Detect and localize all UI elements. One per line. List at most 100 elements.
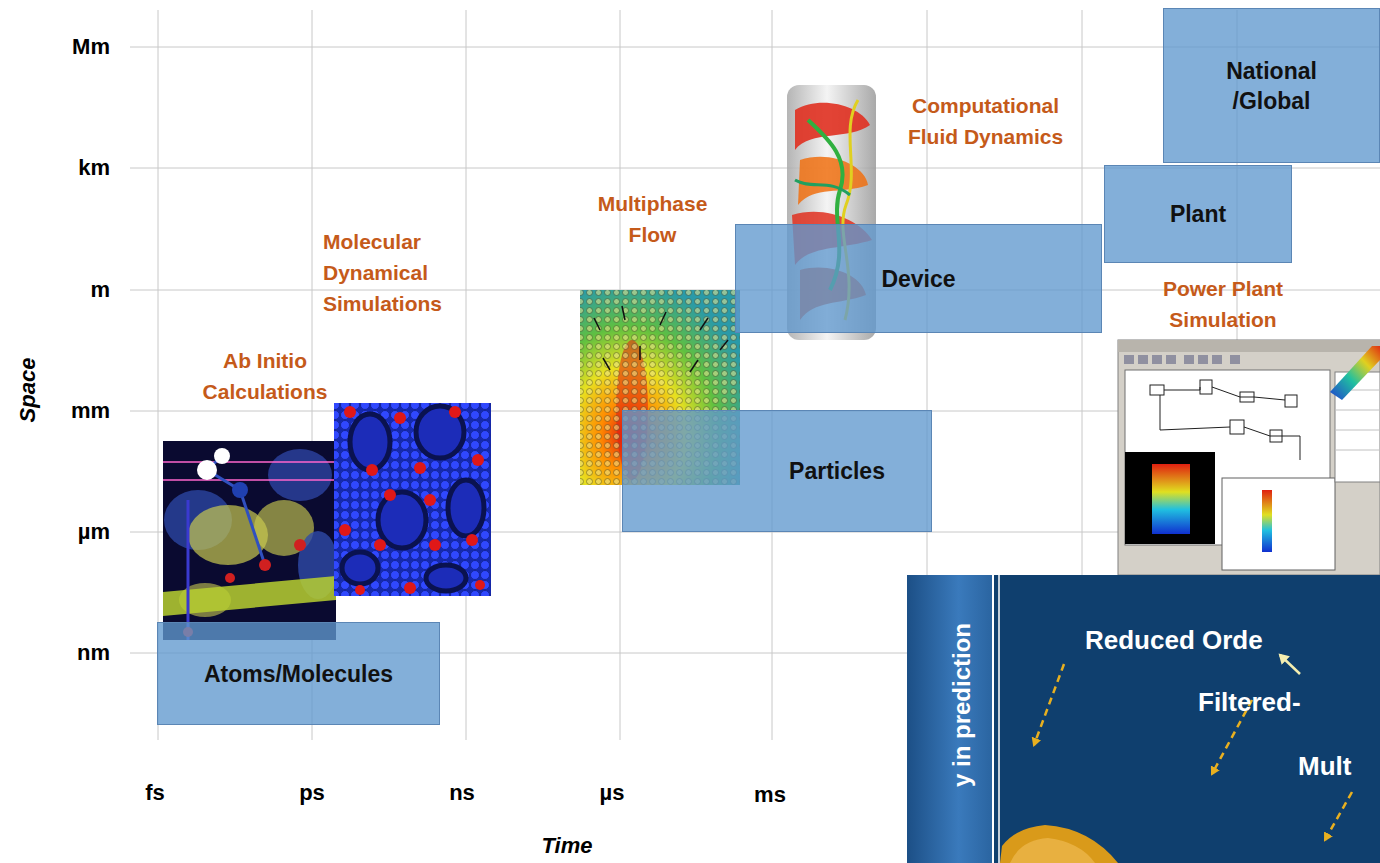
illustration-rect [1166,355,1176,364]
illustration-ellipse [342,552,378,584]
illustration-circle [214,448,230,464]
illustration-line [660,312,666,325]
axis-tick-label: nm [18,639,110,667]
box-label: Plant [1170,199,1226,229]
illustration-line [603,358,610,370]
axis-tick-label: µm [18,518,110,546]
molecular-dynamics-picture [334,403,491,596]
illustration-line [639,346,641,360]
scale-box: Particles [622,410,932,532]
inset-label: Filtered- [1198,686,1301,718]
illustration-line [1335,450,1380,451]
scale-box: Device [735,224,1102,333]
illustration-line [466,10,467,740]
illustration-line [240,490,265,565]
illustration-rect [1230,420,1244,434]
illustration-rect [1198,355,1208,364]
scale-box: Atoms/Molecules [157,622,440,725]
illustration-circle [344,406,356,418]
illustration-ellipse [448,480,484,536]
illustration-rect [1118,340,1380,575]
axis-tick-label: fs [115,779,195,807]
illustration-rect [907,575,1380,863]
inset-label: Reduced Orde [1085,624,1263,656]
illustration-g [1034,664,1352,840]
illustration-circle [394,412,406,424]
illustration-circle [466,534,478,546]
box-label: National /Global [1197,56,1347,116]
illustration-rect [1200,380,1212,394]
ab-initio-picture [163,441,338,640]
method-label: Ab Initio Calculations [185,345,345,407]
illustration-line [1034,664,1064,745]
illustration-line [1280,655,1300,674]
illustration-line [998,575,1000,863]
illustration-line [594,318,600,330]
method-label: Multiphase Flow [580,188,725,250]
illustration-circle [475,580,485,590]
illustration-rect [334,403,491,596]
illustration-ellipse [254,500,314,556]
axis-tick-label: ms [730,781,810,809]
illustration-line [622,306,625,320]
axis-tick-label: Mm [18,33,110,61]
scale-box: National /Global [1163,8,1380,163]
illustration-rect [1125,452,1215,544]
illustration-g [339,406,485,595]
illustration-polyline [1164,387,1200,390]
axis-tick-label: ps [272,779,352,807]
illustration-rect [1262,490,1272,552]
illustration-ellipse [416,406,464,458]
illustration-line [690,360,698,372]
power-plant-screenshot [1118,340,1380,575]
illustration-rect [1150,385,1164,395]
illustration-circle [232,482,248,498]
illustration-circle [374,539,386,551]
method-label: Power Plant Simulation [1138,273,1308,335]
illustration-rect [1124,355,1134,364]
illustration-circle [294,539,306,551]
illustration-rect [1222,478,1335,570]
illustration-rect [1138,355,1148,364]
illustration-path [1000,825,1118,863]
illustration-rect [1212,355,1222,364]
illustration-rect [1184,355,1194,364]
illustration-polyline [1244,427,1300,460]
illustration-circle [366,464,378,476]
illustration-circle [225,573,235,583]
illustration-circle [259,559,271,571]
axis-title: Space [13,340,43,440]
illustration-line [720,340,728,350]
illustration-line [992,575,994,863]
illustration-line [772,10,773,740]
illustration-rect [1152,464,1190,534]
axis-tick-label: ns [422,779,502,807]
axis-tick-label: km [18,154,110,182]
illustration-line [1325,792,1352,840]
inset-panel [907,575,1380,863]
illustration-rect [1230,355,1240,364]
box-label: Device [881,264,955,294]
illustration-line [700,318,708,330]
method-label: Computational Fluid Dynamics [888,90,1083,152]
illustration-rect [907,575,993,863]
illustration-rect [1152,355,1162,364]
scale-box: Plant [1104,165,1292,263]
illustration-g [342,406,484,591]
illustration-line [1335,430,1380,431]
illustration-path [795,180,850,195]
illustration-circle [472,454,484,466]
illustration-polyline [1160,395,1230,430]
illustration-ellipse [268,449,332,501]
illustration-ellipse [350,414,390,470]
illustration-circle [384,489,396,501]
method-label: Molecular Dynamical Simulations [323,226,478,319]
illustration-line [163,479,336,481]
inset-label: Mult [1298,750,1351,782]
illustration-circle [404,582,416,594]
box-label: Atoms/Molecules [204,659,393,689]
illustration-ellipse [426,565,466,591]
illustration-path [1010,838,1095,863]
illustration-rect [1118,340,1380,352]
